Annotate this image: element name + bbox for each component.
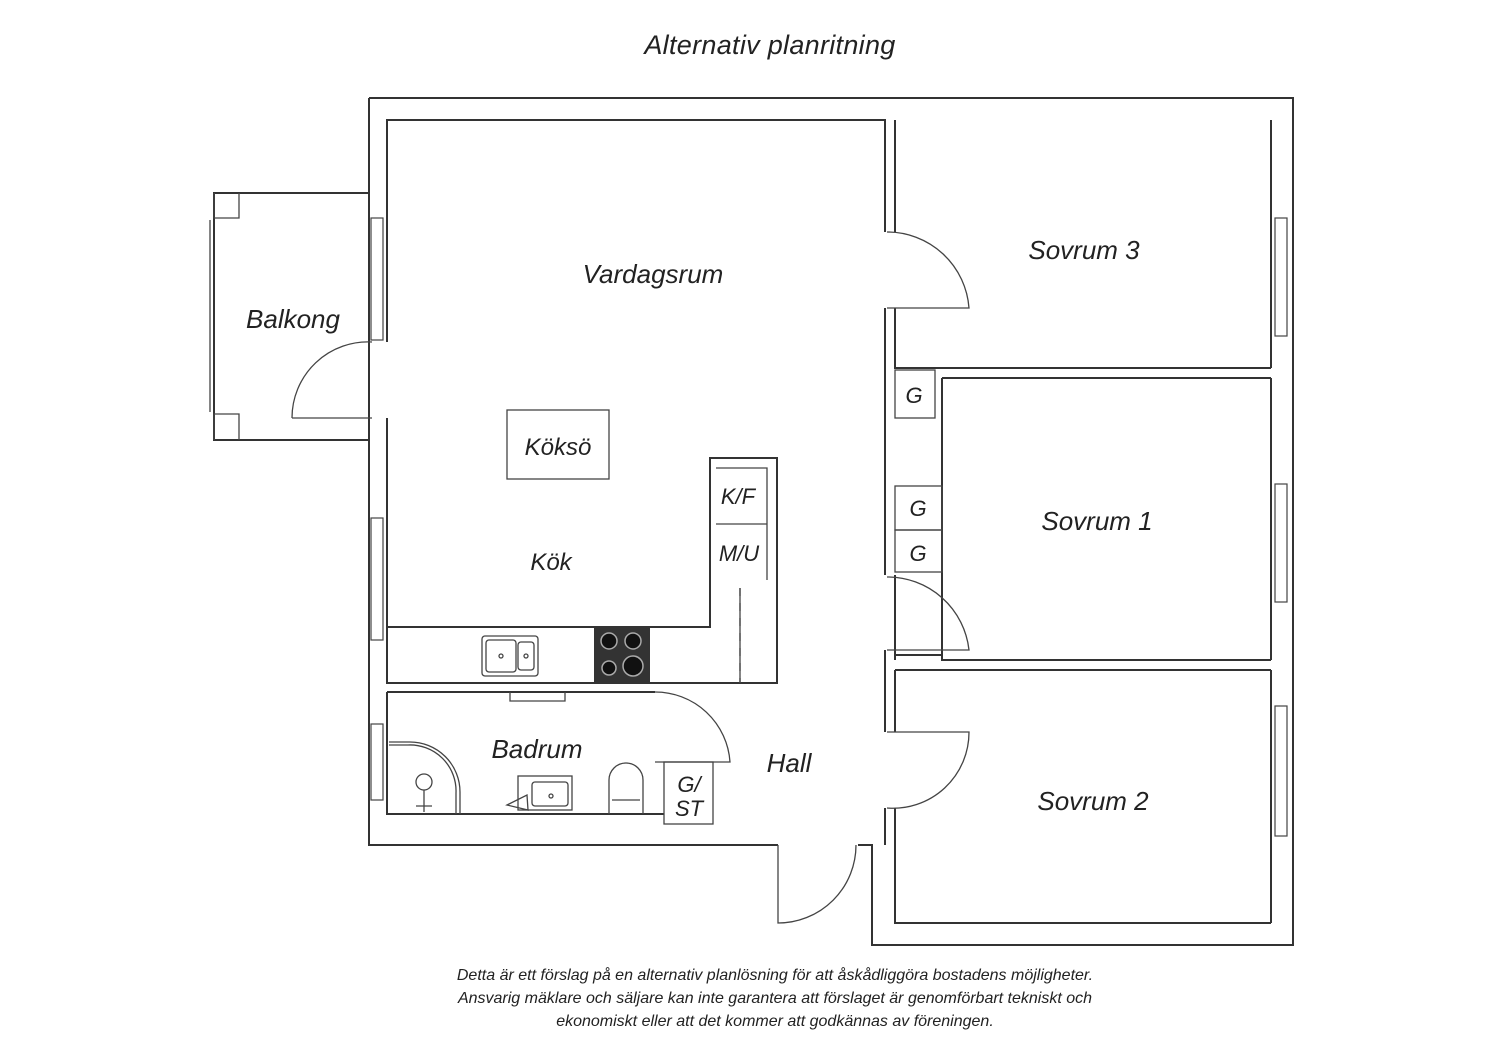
bedroom-1-door: [886, 576, 970, 651]
entrance-door: [777, 844, 857, 924]
outer-walls: [368, 97, 1294, 946]
wardrobe-storage-label-line2: ST: [675, 796, 705, 821]
disclaimer-line-2: Ansvarig mäklare och säljare kan inte ga…: [457, 990, 1093, 1007]
bedroom-3-label: Sovrum 3: [1028, 235, 1140, 265]
bathroom-door: [654, 691, 731, 763]
bedroom-2-door: [886, 731, 970, 809]
wardrobe-bedroom-1-upper-label: G: [909, 496, 926, 521]
fridge-freezer-label: K/F: [721, 484, 757, 509]
disclaimer-line-1: Detta är ett förslag på en alternativ pl…: [456, 967, 1094, 984]
island-label: Köksö: [525, 434, 592, 461]
windows: [370, 217, 1288, 837]
living-kitchen-walls: [386, 119, 886, 684]
bedroom-1-label: Sovrum 1: [1041, 506, 1152, 536]
room-labels: Balkong Vardagsrum Köksö Kök K/F M/U Bad…: [246, 235, 1153, 821]
microwave-oven-label: M/U: [719, 541, 759, 566]
living-room-label: Vardagsrum: [583, 259, 724, 289]
wardrobes: [663, 369, 943, 825]
shower: [389, 741, 461, 814]
kitchen-sink: [481, 635, 539, 677]
kitchen-label: Kök: [530, 549, 573, 576]
balcony-door: [291, 341, 373, 419]
wardrobe-storage-label-line1: G/: [677, 772, 702, 797]
stove: [594, 627, 650, 683]
wardrobe-bedroom-1-lower-label: G: [909, 541, 926, 566]
wardrobe-bedroom-3-label: G: [905, 383, 922, 408]
toilet: [608, 762, 644, 814]
balcony: [209, 192, 369, 441]
balcony-label: Balkong: [246, 304, 340, 334]
bathroom-walls: [386, 691, 664, 815]
doors: [291, 231, 970, 924]
disclaimer: Detta är ett förslag på en alternativ pl…: [0, 964, 1500, 1033]
kitchen-island: [506, 409, 610, 480]
page-title: Alternativ planritning: [644, 30, 896, 60]
washbasin: [505, 775, 573, 811]
bedroom-3-door: [886, 231, 970, 309]
bedroom-2-label: Sovrum 2: [1037, 786, 1149, 816]
bedroom-walls: [884, 120, 1271, 924]
hall-label: Hall: [767, 748, 813, 778]
disclaimer-line-3: ekonomiskt eller att det kommer att godk…: [556, 1013, 994, 1030]
bathroom-label: Badrum: [491, 734, 582, 764]
